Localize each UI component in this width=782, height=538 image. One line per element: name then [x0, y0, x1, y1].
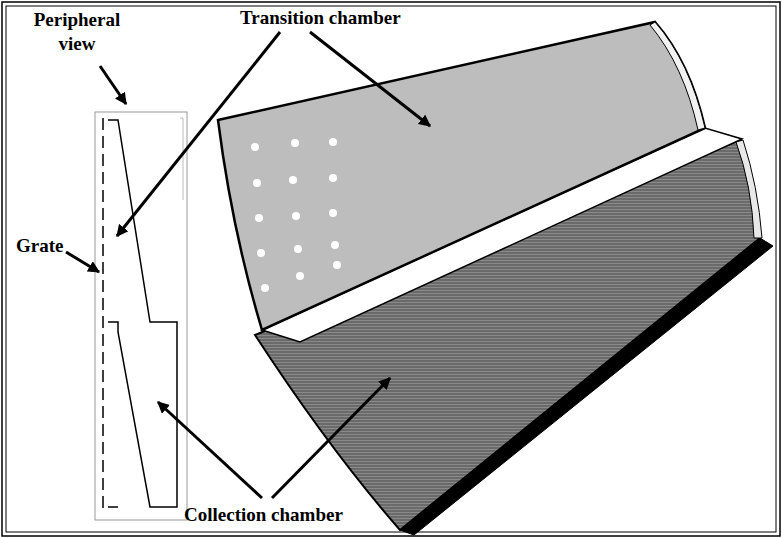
- grate-holes: [251, 138, 341, 292]
- part-label: Peripheral view: [18, 8, 136, 56]
- part-label: Collection chamber: [184, 503, 343, 527]
- leader-arrows: [66, 32, 430, 498]
- wedge-body: [218, 22, 773, 535]
- peripheral-section: [95, 112, 187, 520]
- grate-line: [102, 118, 104, 508]
- part-label: Transition chamber: [240, 6, 401, 30]
- part-label: Grate: [16, 234, 63, 258]
